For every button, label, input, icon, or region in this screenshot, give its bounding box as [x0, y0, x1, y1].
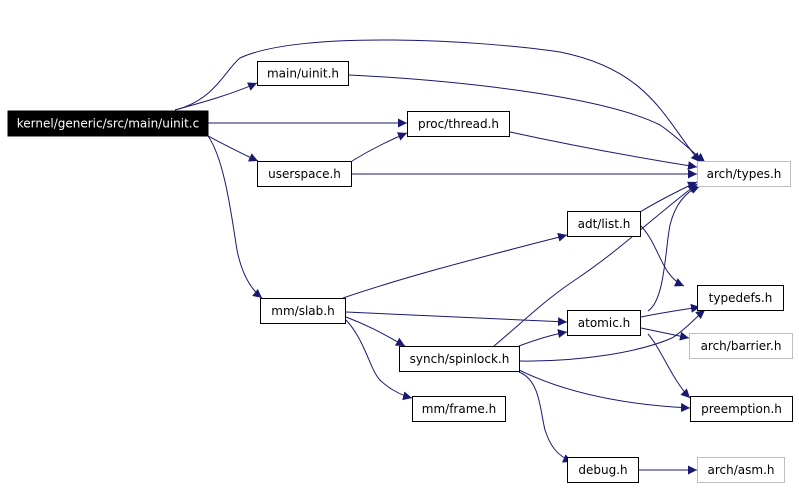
- node-main-uinit-h[interactable]: main/uinit.h: [257, 61, 349, 86]
- edge-atomic-h-to-typedefs-h: [640, 303, 701, 318]
- edge-synch-spinlock-h-to-atomic-h: [518, 329, 568, 347]
- node-label-root: kernel/generic/src/main/uinit.c: [17, 117, 199, 131]
- node-label-preemption: preemption.h: [701, 402, 782, 416]
- node-label-mm-frame: mm/frame.h: [422, 402, 496, 416]
- node-debug-h[interactable]: debug.h: [567, 457, 639, 483]
- node-label-userspace: userspace.h: [268, 167, 341, 181]
- node-label-arch-types: arch/types.h: [707, 167, 782, 181]
- edge-synch-spinlock-h-to-preemption-h: [518, 369, 691, 413]
- node-adt-list-h[interactable]: adt/list.h: [567, 211, 641, 237]
- node-root-file[interactable]: kernel/generic/src/main/uinit.c: [7, 110, 209, 137]
- node-typedefs-h[interactable]: typedefs.h: [697, 285, 784, 311]
- edge-mm-slab-h-to-synch-spinlock-h: [345, 316, 406, 347]
- edge-mm-slab-h-to-atomic-h: [345, 311, 568, 327]
- node-arch-types-h[interactable]: arch/types.h: [697, 161, 791, 187]
- edge-mm-slab-h-to-mm-frame-h: [345, 319, 413, 401]
- node-atomic-h[interactable]: atomic.h: [567, 310, 641, 336]
- node-proc-thread-h[interactable]: proc/thread.h: [407, 111, 510, 137]
- edge-proc-thread-h-to-arch-types-h: [509, 131, 698, 171]
- node-arch-barrier-h[interactable]: arch/barrier.h: [689, 333, 793, 359]
- edge-synch-spinlock-h-to-typedefs-h: [518, 309, 706, 362]
- node-label-mm-slab: mm/slab.h: [271, 304, 334, 318]
- node-label-adt-list: adt/list.h: [578, 217, 631, 231]
- node-mm-slab-h[interactable]: mm/slab.h: [260, 298, 346, 324]
- node-mm-frame-h[interactable]: mm/frame.h: [412, 396, 506, 422]
- edge-uinit-c-to-mm-slab-h: [207, 135, 263, 299]
- edge-adt-list-h-to-typedefs-h: [639, 224, 685, 287]
- node-label-atomic: atomic.h: [578, 316, 630, 330]
- edge-uinit-c-to-userspace-h: [207, 135, 259, 162]
- edge-synch-spinlock-h-to-arch-types-h: [493, 183, 698, 347]
- edge-userspace-h-to-proc-thread-h: [351, 132, 408, 162]
- node-label-typedefs: typedefs.h: [709, 291, 773, 305]
- edge-atomic-h-to-arch-barrier-h: [640, 327, 690, 341]
- edge-atomic-h-to-preemption-h: [647, 333, 691, 399]
- node-arch-asm-h[interactable]: arch/asm.h: [697, 457, 785, 483]
- edge-atomic-h-to-arch-types-h: [647, 185, 701, 312]
- node-userspace-h[interactable]: userspace.h: [257, 161, 352, 187]
- node-label-synch-spinlock: synch/spinlock.h: [410, 352, 510, 366]
- edge-adt-list-h-to-arch-types-h: [639, 181, 698, 213]
- edge-mm-slab-h-to-adt-list-h: [342, 232, 568, 299]
- node-label-arch-asm: arch/asm.h: [708, 463, 775, 477]
- node-preemption-h[interactable]: preemption.h: [690, 396, 793, 422]
- node-label-main-uinit: main/uinit.h: [267, 67, 339, 81]
- node-label-proc-thread: proc/thread.h: [418, 117, 499, 131]
- node-label-debug: debug.h: [578, 463, 627, 477]
- node-synch-spinlock-h[interactable]: synch/spinlock.h: [399, 346, 520, 372]
- edge-main-uinit-h-to-arch-types-h: [348, 74, 706, 163]
- node-label-arch-barrier: arch/barrier.h: [701, 339, 782, 353]
- edge-synch-spinlock-h-to-debug-h: [518, 371, 573, 463]
- edge-uinit-c-to-arch-types-h-top: [174, 39, 701, 163]
